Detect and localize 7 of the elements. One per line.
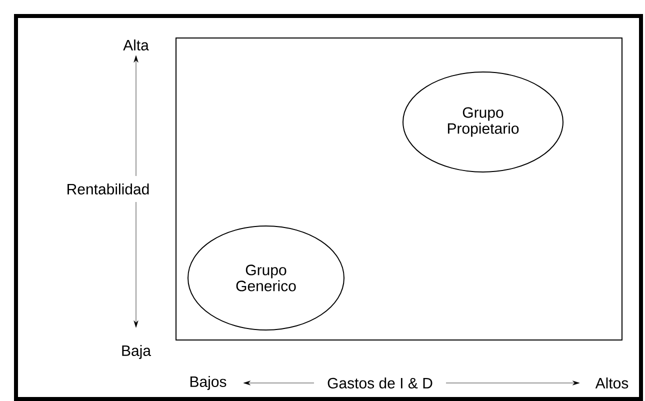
axis-label: Baja	[122, 345, 152, 359]
plot-frame	[176, 38, 622, 340]
axis-label: Altos	[595, 377, 628, 388]
axis-title: Rentabilidad	[68, 183, 149, 194]
axis-title: Gastos de I & D	[328, 377, 432, 388]
axis-label: Bajos	[190, 376, 226, 390]
axis-label: Alta	[123, 40, 149, 50]
